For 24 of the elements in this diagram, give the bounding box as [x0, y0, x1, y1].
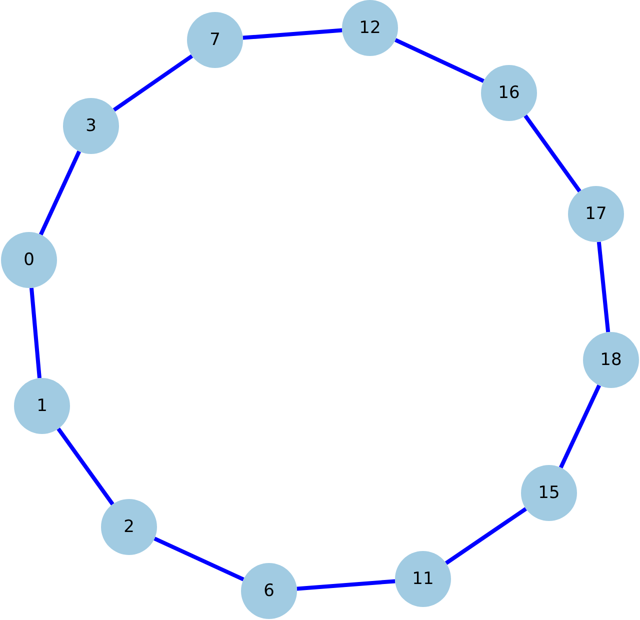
connector-line — [394, 38, 484, 83]
connector-line — [558, 384, 602, 468]
node-label: 18 — [600, 352, 622, 368]
connector-line — [38, 150, 82, 236]
node-label: 1 — [36, 398, 48, 414]
connector-line — [444, 507, 528, 565]
node-label: 3 — [86, 118, 96, 134]
node-label: 17 — [585, 206, 607, 222]
connector-line — [296, 579, 396, 591]
node-label: 11 — [412, 570, 434, 588]
node-label: 15 — [538, 484, 560, 502]
node-label: 7 — [210, 32, 220, 48]
connector-line — [596, 242, 610, 332]
node-label: 12 — [359, 20, 381, 36]
connector-line — [30, 288, 42, 378]
connector-line — [154, 536, 244, 582]
connector-line — [56, 428, 114, 506]
connector-line — [524, 114, 582, 192]
node-label: 16 — [498, 84, 520, 102]
node-label: 6 — [264, 582, 274, 600]
connector-line — [242, 28, 342, 40]
node-label: 0 — [24, 252, 34, 268]
node-label: 2 — [124, 518, 134, 536]
connector-line — [112, 54, 194, 112]
